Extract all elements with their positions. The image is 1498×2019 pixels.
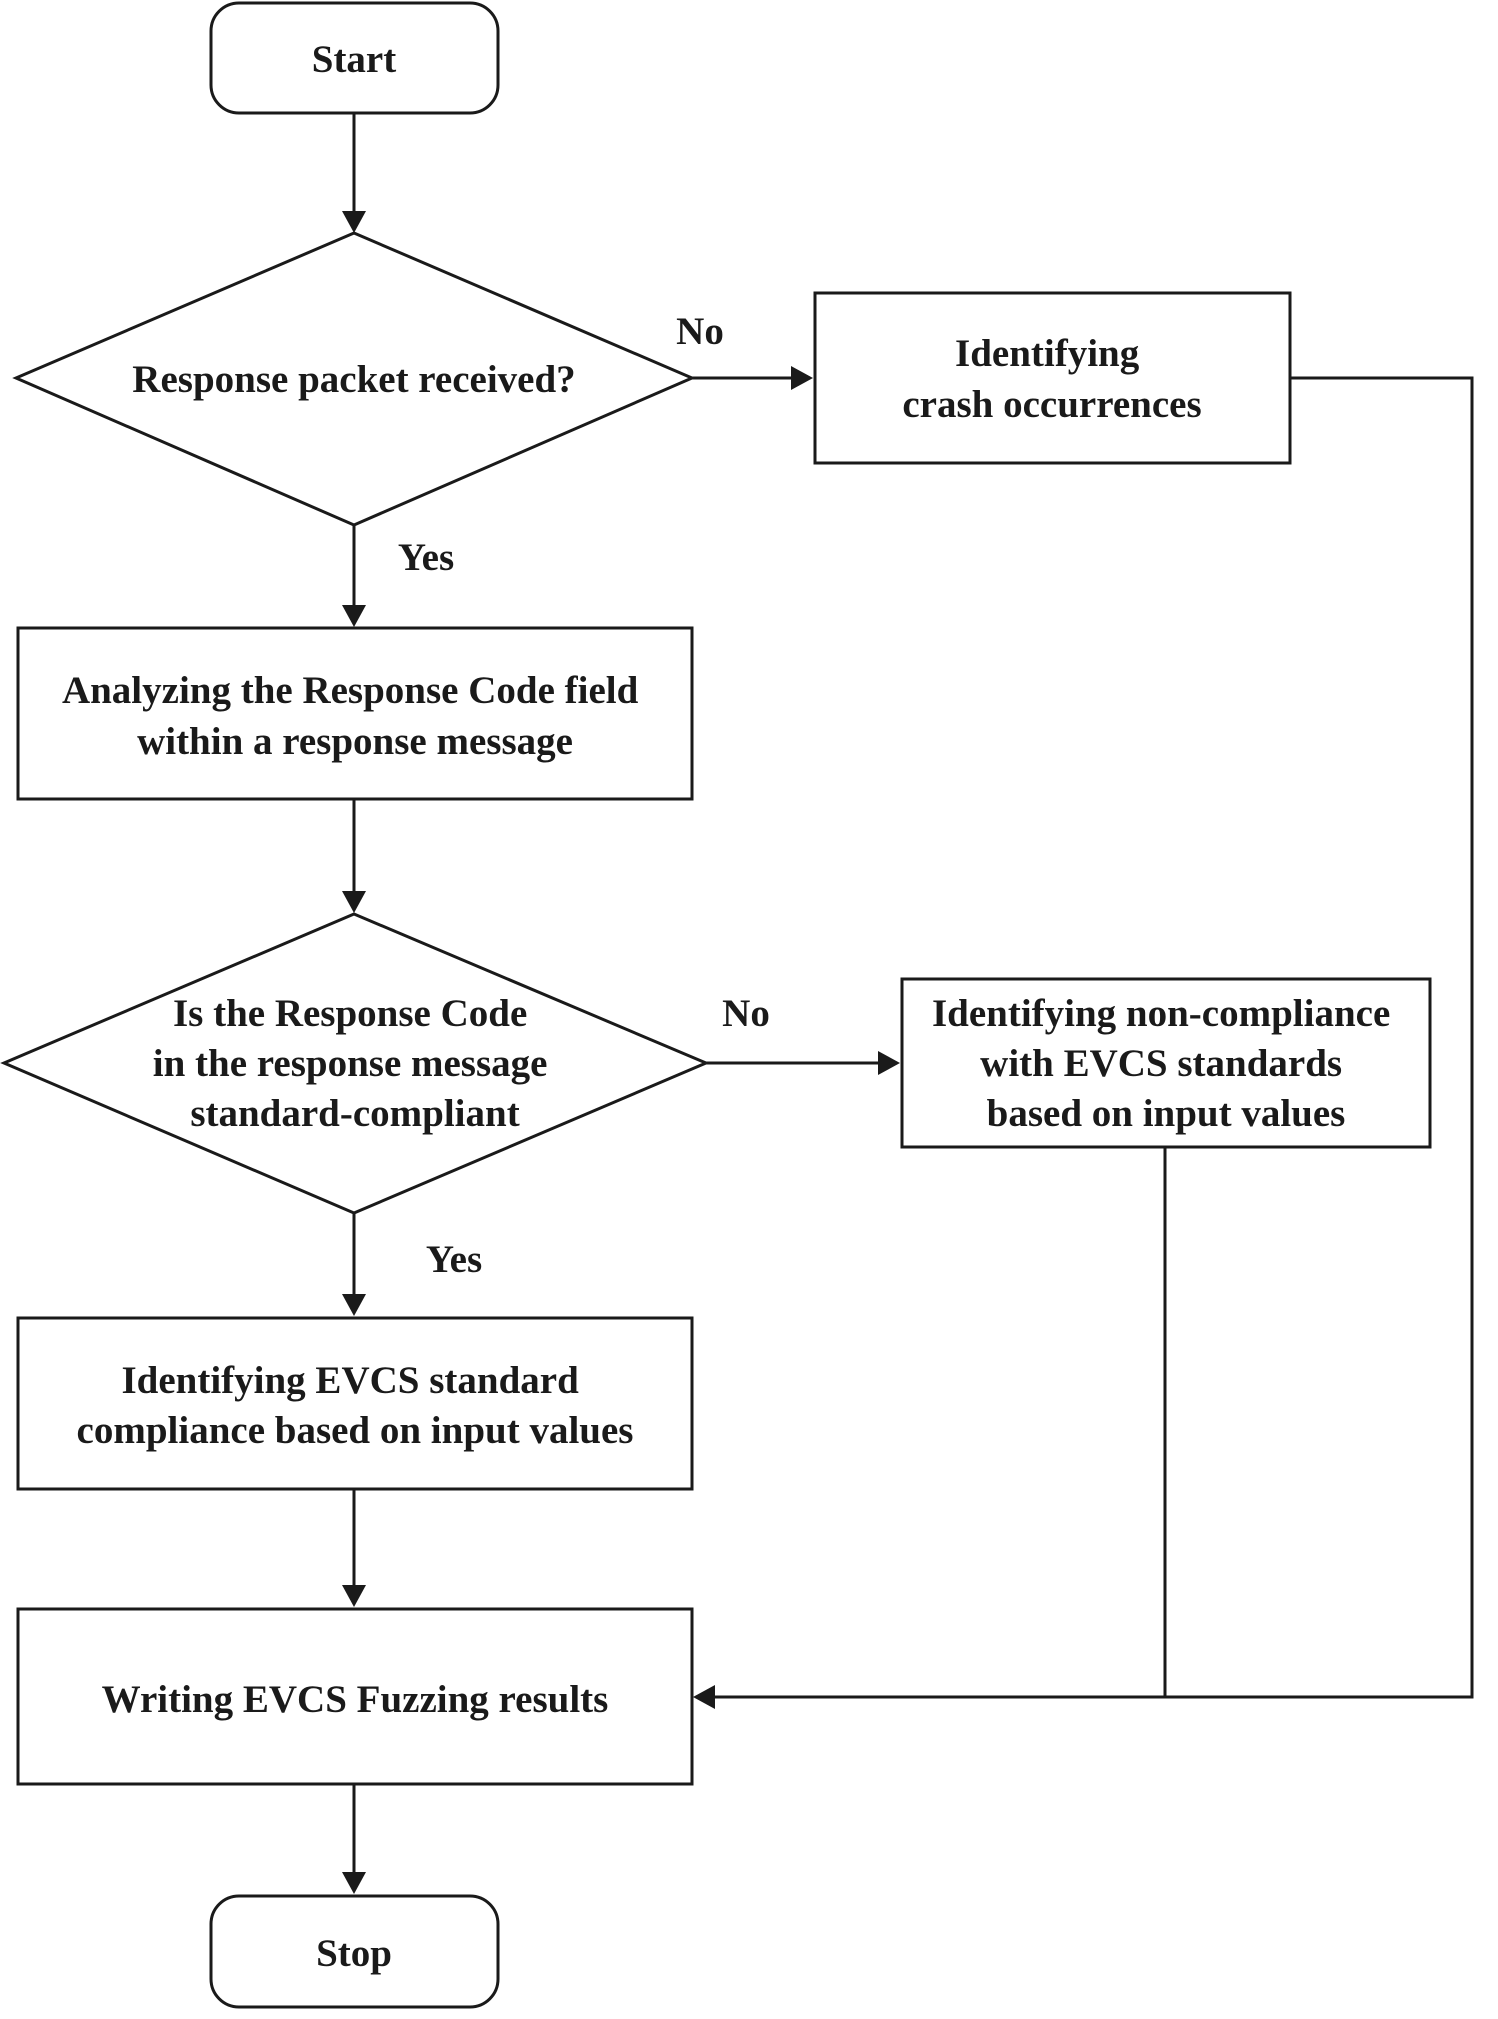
analyze-label-line-2: within a response message — [137, 720, 573, 763]
process-analyze-response-code: Analyzing the Response Code field within… — [16, 626, 694, 801]
compliance-label-line-1: Identifying EVCS standard — [121, 1359, 579, 1402]
stop-label: Stop — [316, 1932, 392, 1975]
compliance-label-line-2: compliance based on input values — [77, 1409, 634, 1452]
process-crash-occurrences: Identifying crash occurrences — [813, 291, 1292, 465]
edge-label-compliant-no: No — [722, 992, 770, 1035]
start-label: Start — [312, 38, 396, 81]
edge-label-received-yes: Yes — [398, 536, 454, 579]
analyze-label: Analyzing the Response Code field within… — [62, 669, 648, 763]
arrowhead — [342, 1585, 366, 1607]
crash-label-line-1: Identifying — [955, 332, 1140, 375]
decision-response-received-label: Response packet received? — [132, 358, 575, 401]
process-write-results: Writing EVCS Fuzzing results — [16, 1607, 694, 1786]
edge-label-compliant-yes: Yes — [426, 1238, 482, 1281]
decision-standard-compliant-line-2: in the response message — [153, 1042, 548, 1085]
decision-standard-compliant-line-1: Is the Response Code — [173, 992, 527, 1035]
process-standard-compliance: Identifying EVCS standard compliance bas… — [16, 1316, 694, 1491]
compliance-label: Identifying EVCS standard compliance bas… — [77, 1359, 634, 1452]
connector-crash-to-write — [713, 376, 1474, 1699]
arrowhead — [342, 211, 366, 233]
arrowhead — [342, 891, 366, 913]
noncompliance-label-line-3: based on input values — [987, 1092, 1346, 1135]
arrowhead — [342, 1294, 366, 1316]
analyze-label-line-1: Analyzing the Response Code field — [62, 669, 639, 712]
noncompliance-label-line-1: Identifying non-compliance — [932, 992, 1390, 1035]
write-results-label: Writing EVCS Fuzzing results — [102, 1678, 609, 1721]
stop-terminator: Stop — [209, 1894, 500, 2009]
process-non-compliance: Identifying non-compliance with EVCS sta… — [900, 977, 1432, 1149]
crash-label-line-2: crash occurrences — [902, 383, 1201, 426]
decision-standard-compliant-line-3: standard-compliant — [190, 1092, 519, 1135]
edge-label-received-no: No — [676, 310, 724, 353]
connectors — [342, 113, 1474, 1894]
decision-response-received: Response packet received? — [12, 231, 696, 527]
start-terminator: Start — [209, 1, 500, 115]
crash-label: Identifying crash occurrences — [902, 332, 1201, 426]
decision-standard-compliant-label: Is the Response Code in the response mes… — [153, 992, 557, 1135]
arrowhead — [342, 605, 366, 627]
arrowhead — [342, 1872, 366, 1894]
decision-standard-compliant: Is the Response Code in the response mes… — [0, 912, 710, 1215]
arrowhead — [693, 1685, 715, 1709]
arrowhead — [791, 366, 813, 390]
noncompliance-label-line-2: with EVCS standards — [980, 1042, 1342, 1085]
arrowhead — [878, 1051, 900, 1075]
noncompliance-label: Identifying non-compliance with EVCS sta… — [932, 992, 1400, 1135]
